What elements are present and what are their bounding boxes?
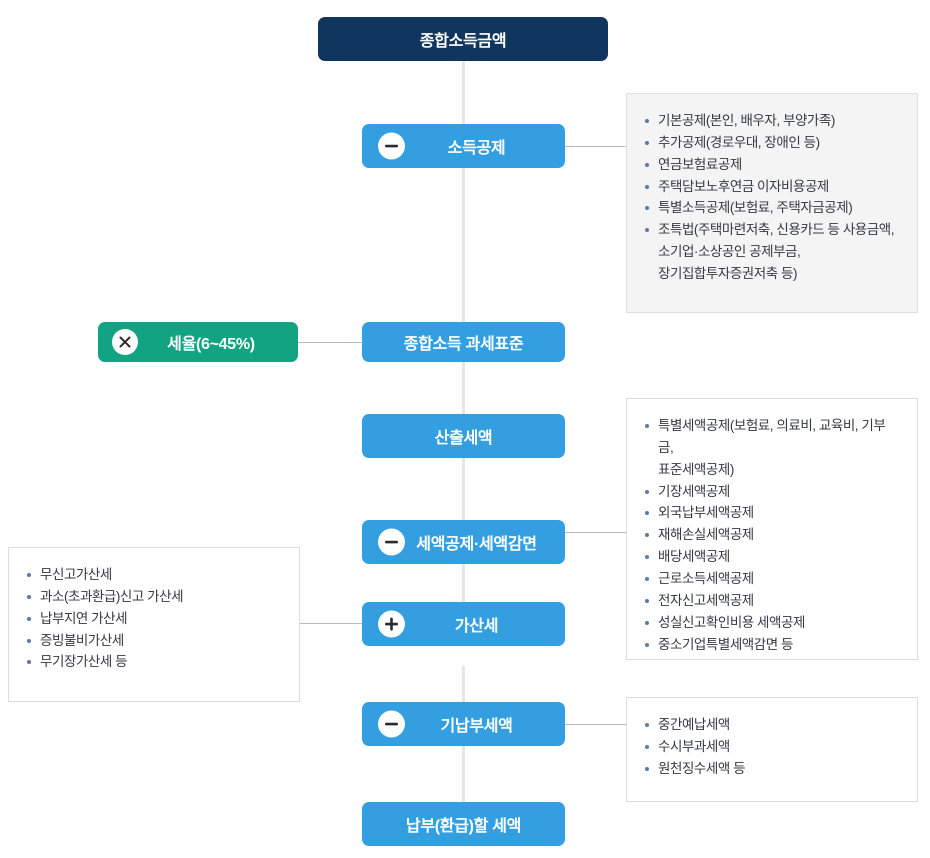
panel-prepaid-tax-items: 중간예납세액 수시부과세액 원천징수세액 등 [626, 697, 918, 802]
list-item: 특별세액공제(보험료, 의료비, 교육비, 기부금, 표준세액공제) [645, 415, 899, 481]
node-penalty-tax-label: 가산세 [454, 618, 499, 635]
list-item: 주택담보노후연금 이자비용공제 [645, 176, 899, 198]
prepaid-tax-list: 중간예납세액 수시부과세액 원천징수세액 등 [645, 714, 899, 780]
list-item: 배당세액공제 [645, 546, 899, 568]
minus-icon [378, 132, 405, 160]
list-item: 근로소득세액공제 [645, 568, 899, 590]
list-item: 추가공제(경로우대, 장애인 등) [645, 132, 899, 154]
connector-line-vertical [462, 564, 465, 622]
list-item: 기장세액공제 [645, 481, 899, 503]
list-item: 수시부과세액 [645, 736, 899, 758]
list-item: 특별소득공제(보험료, 주택자금공제) [645, 197, 899, 219]
node-tax-rate-label: 세율(6~45%) [167, 336, 255, 353]
list-item: 성실신고확인비용 세액공제 [645, 612, 899, 634]
connector-line-vertical [462, 60, 465, 124]
panel-penalty-tax-items: 무신고가산세 과소(초과환급)신고 가산세 납부지연 가산세 증빙불비가산세 무… [8, 547, 300, 702]
list-item: 원천징수세액 등 [645, 758, 899, 780]
node-tax-base[interactable]: 종합소득 과세표준 [362, 322, 565, 362]
minus-icon [378, 528, 405, 556]
node-tax-base-label: 종합소득 과세표준 [403, 336, 524, 353]
multiply-icon [112, 329, 138, 355]
node-tax-rate[interactable]: 세율(6~45%) [98, 322, 298, 362]
connector-line-vertical [462, 666, 465, 702]
node-gross-income[interactable]: 종합소득금액 [318, 17, 608, 61]
node-tax-credit-label: 세액공제·세액감면 [416, 536, 537, 553]
node-income-deduction[interactable]: 소득공제 [362, 124, 565, 168]
list-item: 전자신고세액공제 [645, 590, 899, 612]
tax-credit-list: 특별세액공제(보험료, 의료비, 교육비, 기부금, 표준세액공제) 기장세액공… [645, 415, 899, 655]
list-item: 기본공제(본인, 배우자, 부양가족) [645, 110, 899, 132]
list-item: 재해손실세액공제 [645, 524, 899, 546]
connector-line-horizontal [300, 623, 362, 624]
list-item: 연금보험료공제 [645, 154, 899, 176]
node-penalty-tax[interactable]: 가산세 [362, 602, 565, 646]
node-calculated-tax-label: 산출세액 [434, 430, 493, 447]
list-item: 과소(초과환급)신고 가산세 [27, 586, 281, 608]
connector-line-vertical [462, 458, 465, 520]
list-item: 중소기업특별세액감면 등 [645, 634, 899, 656]
panel-income-deduction-items: 기본공제(본인, 배우자, 부양가족) 추가공제(경로우대, 장애인 등) 연금… [626, 93, 918, 313]
node-gross-income-label: 종합소득금액 [419, 33, 507, 50]
list-item: 조특법(주택마련저축, 신용카드 등 사용금액, 소기업·소상공인 공제부금, … [645, 219, 899, 285]
list-item: 납부지연 가산세 [27, 608, 281, 630]
node-tax-credit[interactable]: 세액공제·세액감면 [362, 520, 565, 564]
minus-icon [378, 710, 405, 738]
node-final-tax[interactable]: 납부(환급)할 세액 [362, 802, 565, 846]
connector-line-vertical [462, 362, 465, 414]
list-item: 무신고가산세 [27, 564, 281, 586]
node-prepaid-tax[interactable]: 기납부세액 [362, 702, 565, 746]
list-item: 무기장가산세 등 [27, 651, 281, 673]
plus-icon [378, 610, 405, 638]
connector-line-horizontal [565, 724, 626, 725]
list-item: 외국납부세액공제 [645, 502, 899, 524]
penalty-tax-list: 무신고가산세 과소(초과환급)신고 가산세 납부지연 가산세 증빙불비가산세 무… [27, 564, 281, 673]
connector-line-horizontal [298, 342, 362, 343]
list-item: 중간예납세액 [645, 714, 899, 736]
node-final-tax-label: 납부(환급)할 세액 [405, 818, 522, 835]
panel-tax-credit-items: 특별세액공제(보험료, 의료비, 교육비, 기부금, 표준세액공제) 기장세액공… [626, 398, 918, 660]
node-prepaid-tax-label: 기납부세액 [440, 718, 513, 735]
connector-line-horizontal [565, 532, 626, 533]
connector-line-vertical [462, 746, 465, 802]
node-calculated-tax[interactable]: 산출세액 [362, 414, 565, 458]
income-deduction-list: 기본공제(본인, 배우자, 부양가족) 추가공제(경로우대, 장애인 등) 연금… [645, 110, 899, 285]
node-income-deduction-label: 소득공제 [447, 140, 506, 157]
list-item: 증빙불비가산세 [27, 630, 281, 652]
connector-line-vertical [462, 168, 465, 322]
connector-line-horizontal [565, 146, 626, 147]
